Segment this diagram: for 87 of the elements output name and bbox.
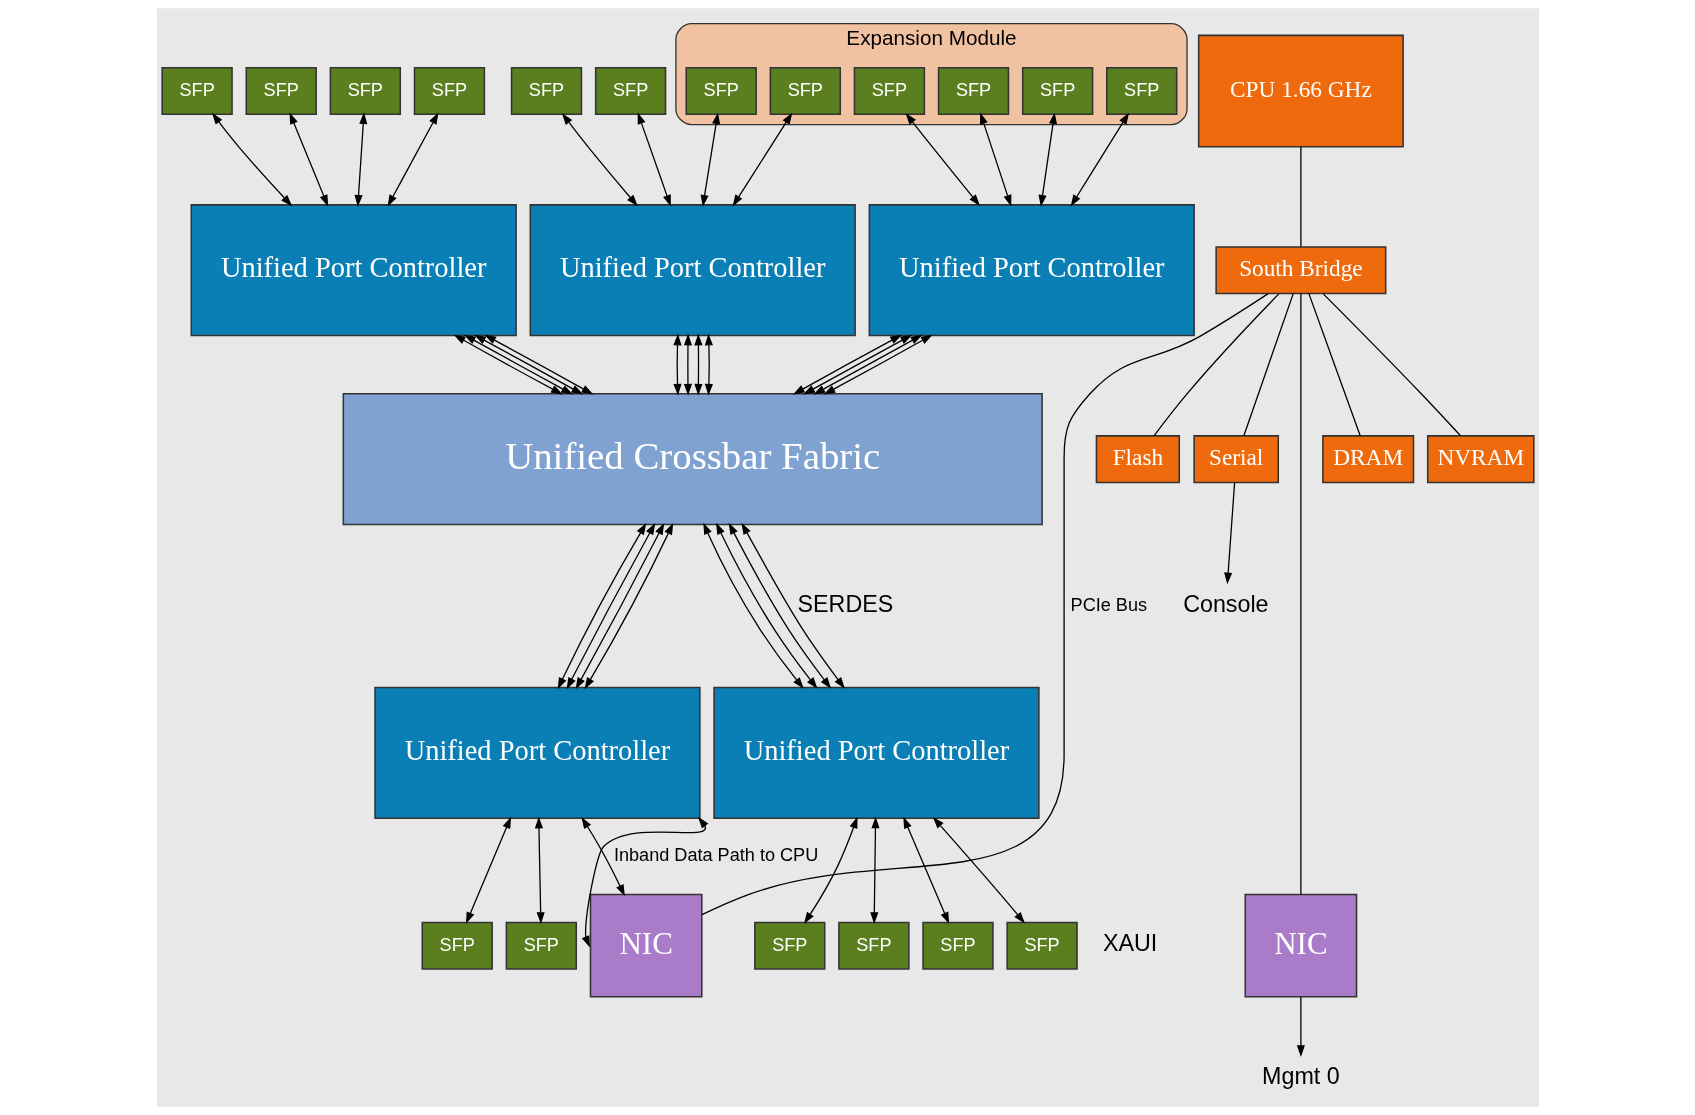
node-box: NIC [1244,893,1357,998]
arrow [575,522,664,690]
node-box: NVRAM [1426,435,1535,484]
node-box: SFP [510,66,582,116]
node-box: Unified Port Controller [529,204,856,337]
arrow [1070,112,1129,207]
connector [700,293,1269,916]
node-box: SFP [421,921,493,970]
node-box: SFP [594,66,666,116]
arrow [715,522,817,689]
node-box: CPU 1.66 GHz [1197,34,1404,148]
arrow [483,334,593,395]
node-box: NIC [589,893,703,998]
connector [1153,293,1279,437]
arrow [637,112,671,207]
node-box: SFP [505,921,577,970]
arrow [289,112,328,207]
node-text: Console [1182,590,1269,617]
arrow [802,334,912,395]
node-box: SFP [329,66,401,116]
node-box: SFP [684,66,757,116]
node-box: Unified Port Controller [190,204,517,337]
arrow [740,522,845,689]
node-box: Unified Port Controller [712,686,1040,819]
node-box: SFP [1021,66,1093,116]
arrow [566,523,655,690]
arrow [465,816,511,924]
node-box: SFP [413,66,485,116]
connector [1307,293,1361,437]
arrow [905,113,980,206]
node-box: SFP [1105,66,1177,116]
arrow [354,112,367,207]
arrow [584,522,673,690]
arrow [387,112,438,207]
arrow [453,334,563,395]
node-box: SFP [245,66,317,116]
arrow [932,817,1025,924]
arrow [902,816,949,924]
arrow [561,113,638,207]
arrow [979,112,1011,207]
node-box: DRAM [1321,435,1414,484]
arrow [792,334,902,395]
arrow [211,112,292,207]
node-box: SFP [160,66,233,116]
connector [1242,293,1294,437]
node-box: SFP [769,66,841,116]
arrow [463,334,573,395]
node-box: Serial [1192,435,1279,484]
arrow [473,334,583,395]
arrow [683,333,692,396]
arrow [693,333,703,396]
connector [1299,146,1302,248]
node-box: Flash [1095,435,1180,484]
edge-label: PCIe Bus [1070,594,1147,615]
arrow [869,816,880,924]
node-box: SFP [921,921,994,970]
node-box: South Bridge [1214,246,1386,295]
arrow [1296,996,1305,1057]
connector [1299,293,1302,895]
node-box: SFP [937,66,1009,116]
arrow [803,816,857,924]
node-box: SFP [1005,921,1078,970]
node-text: Mgmt 0 [1261,1063,1340,1090]
arrow [812,334,922,395]
node-box: SFP [853,66,925,116]
arrow [1038,112,1057,207]
arrow [728,522,831,689]
node-box: Unified Crossbar Fabric [342,393,1043,526]
node-box: SFP [753,921,825,970]
label: XAUI [1102,930,1157,957]
arrow [700,112,720,207]
arrow [557,523,646,690]
arrow [823,334,933,395]
arrow [581,816,708,948]
node-box: Unified Port Controller [868,204,1195,337]
arrow [672,333,682,396]
arrow [702,522,804,689]
edge-label: Inband Data Path to CPU [613,845,818,866]
arrow [1223,482,1235,585]
label: SERDES [797,590,893,617]
arrow [580,817,625,897]
node-box: Unified Port Controller [373,686,701,819]
arrow [534,816,545,924]
arrow [732,112,792,207]
node-box: SFP [837,921,910,970]
arrow [704,333,713,396]
connector [1322,293,1461,437]
